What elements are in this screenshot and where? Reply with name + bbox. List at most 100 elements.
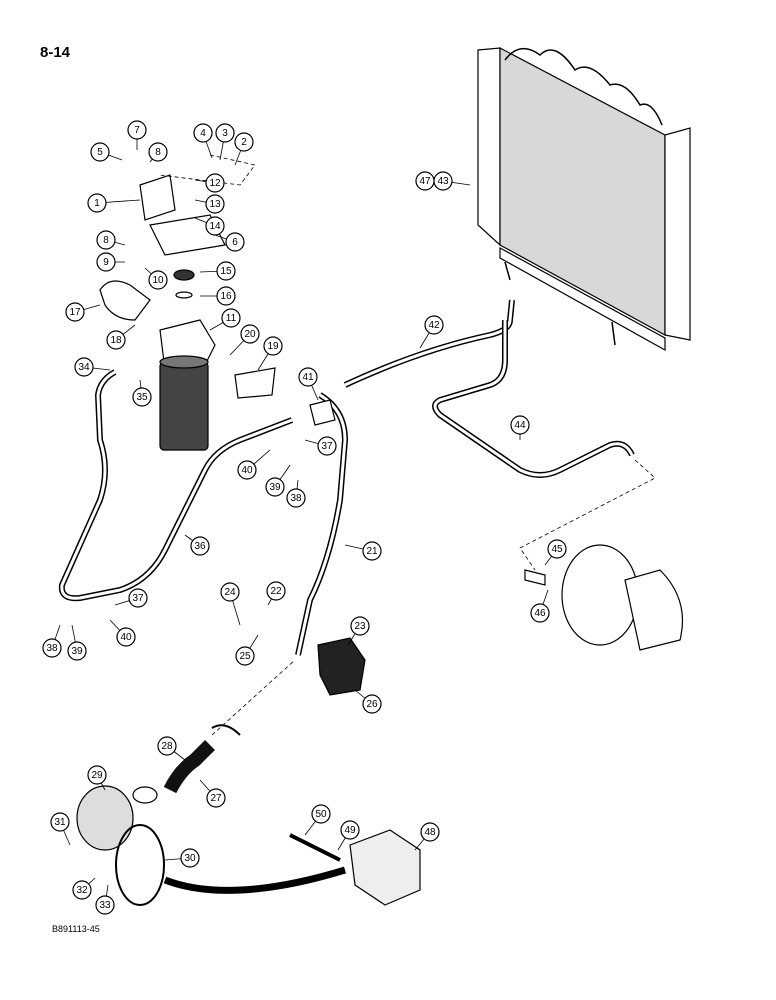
fitting-17 [99, 280, 151, 321]
callout-circle-26 [362, 694, 382, 714]
callout-label-33: 33 [99, 900, 111, 911]
callout-label-49: 49 [344, 825, 356, 836]
callout-circle-38 [286, 488, 306, 508]
callout-26: 26 [362, 694, 382, 714]
callout-circle-25 [235, 646, 255, 666]
callout-circle-37 [128, 588, 148, 608]
callout-37: 37 [317, 436, 337, 456]
callout-label-10: 10 [152, 275, 164, 286]
callout-10: 10 [148, 270, 168, 290]
callout-label-23: 23 [354, 621, 366, 632]
callout-label-16: 16 [220, 291, 232, 302]
callout-28: 28 [157, 736, 177, 756]
callout-6: 6 [225, 232, 245, 252]
callout-label-5: 5 [97, 147, 103, 158]
callout-circle-40 [237, 460, 257, 480]
callout-45: 45 [547, 539, 567, 559]
callout-37: 37 [128, 588, 148, 608]
callout-label-38: 38 [46, 643, 58, 654]
callout-9: 9 [96, 252, 116, 272]
callout-circle-3 [215, 123, 235, 143]
callout-30: 30 [180, 848, 200, 868]
fitting-41 [309, 399, 336, 426]
callout-label-25: 25 [239, 651, 251, 662]
callout-44: 44 [510, 415, 530, 435]
callout-circle-5 [90, 142, 110, 162]
callout-46: 46 [530, 603, 550, 623]
callout-circle-8 [148, 142, 168, 162]
callout-circle-18 [106, 330, 126, 350]
callout-label-3: 3 [222, 128, 228, 139]
filter-bracket [139, 174, 226, 299]
callout-31: 31 [50, 812, 70, 832]
callout-circle-12 [205, 173, 225, 193]
callout-18: 18 [106, 330, 126, 350]
callout-label-20: 20 [244, 329, 256, 340]
callout-label-39: 39 [269, 482, 281, 493]
callout-label-13: 13 [209, 199, 221, 210]
callout-circle-39 [265, 477, 285, 497]
callout-circle-1 [87, 193, 107, 213]
callout-circle-24 [220, 582, 240, 602]
callout-47: 47 [415, 171, 435, 191]
callout-label-8: 8 [155, 147, 161, 158]
callout-19: 19 [263, 336, 283, 356]
callout-16: 16 [216, 286, 236, 306]
callout-label-38: 38 [290, 493, 302, 504]
callout-12: 12 [205, 173, 225, 193]
callout-label-30: 30 [184, 853, 196, 864]
callout-label-21: 21 [366, 546, 378, 557]
callout-label-37: 37 [132, 593, 144, 604]
callout-circle-45 [547, 539, 567, 559]
page-number: 8-14 [40, 44, 71, 61]
hose-27 [163, 740, 215, 794]
callout-circle-46 [530, 603, 550, 623]
callout-label-14: 14 [209, 221, 221, 232]
callout-label-22: 22 [270, 586, 282, 597]
callout-circle-42 [424, 315, 444, 335]
callout-label-15: 15 [220, 266, 232, 277]
callout-label-31: 31 [54, 817, 66, 828]
callout-circle-47 [415, 171, 435, 191]
callout-36: 36 [190, 536, 210, 556]
arrow [163, 866, 347, 894]
callout-24: 24 [220, 582, 240, 602]
callout-23: 23 [350, 616, 370, 636]
callout-circle-50 [311, 804, 331, 824]
callout-17: 17 [65, 302, 85, 322]
callout-48: 48 [420, 822, 440, 842]
callout-39: 39 [265, 477, 285, 497]
callout-13: 13 [205, 194, 225, 214]
callout-label-1: 1 [94, 198, 100, 209]
callout-circle-8 [96, 230, 116, 250]
callout-label-12: 12 [209, 178, 221, 189]
callout-49: 49 [340, 820, 360, 840]
callout-circle-20 [240, 324, 260, 344]
callout-label-45: 45 [551, 544, 563, 555]
callout-11: 11 [221, 308, 241, 328]
callout-32: 32 [72, 880, 92, 900]
callout-8: 8 [148, 142, 168, 162]
callout-label-32: 32 [76, 885, 88, 896]
callout-label-18: 18 [110, 335, 122, 346]
callout-label-29: 29 [91, 770, 103, 781]
callout-label-46: 46 [534, 608, 546, 619]
callout-circle-31 [50, 812, 70, 832]
housing [624, 569, 684, 651]
callout-circle-40 [116, 627, 136, 647]
callout-circle-32 [72, 880, 92, 900]
callout-label-43: 43 [437, 176, 449, 187]
oil-cooler [477, 47, 691, 352]
callout-label-44: 44 [514, 420, 526, 431]
callout-circle-49 [340, 820, 360, 840]
callout-8: 8 [96, 230, 116, 250]
callout-circle-7 [127, 120, 147, 140]
callout-20: 20 [240, 324, 260, 344]
callout-circle-6 [225, 232, 245, 252]
callout-label-26: 26 [366, 699, 378, 710]
callout-14: 14 [205, 216, 225, 236]
callout-label-24: 24 [224, 587, 236, 598]
callout-circle-17 [65, 302, 85, 322]
leader-lines [51, 130, 558, 906]
